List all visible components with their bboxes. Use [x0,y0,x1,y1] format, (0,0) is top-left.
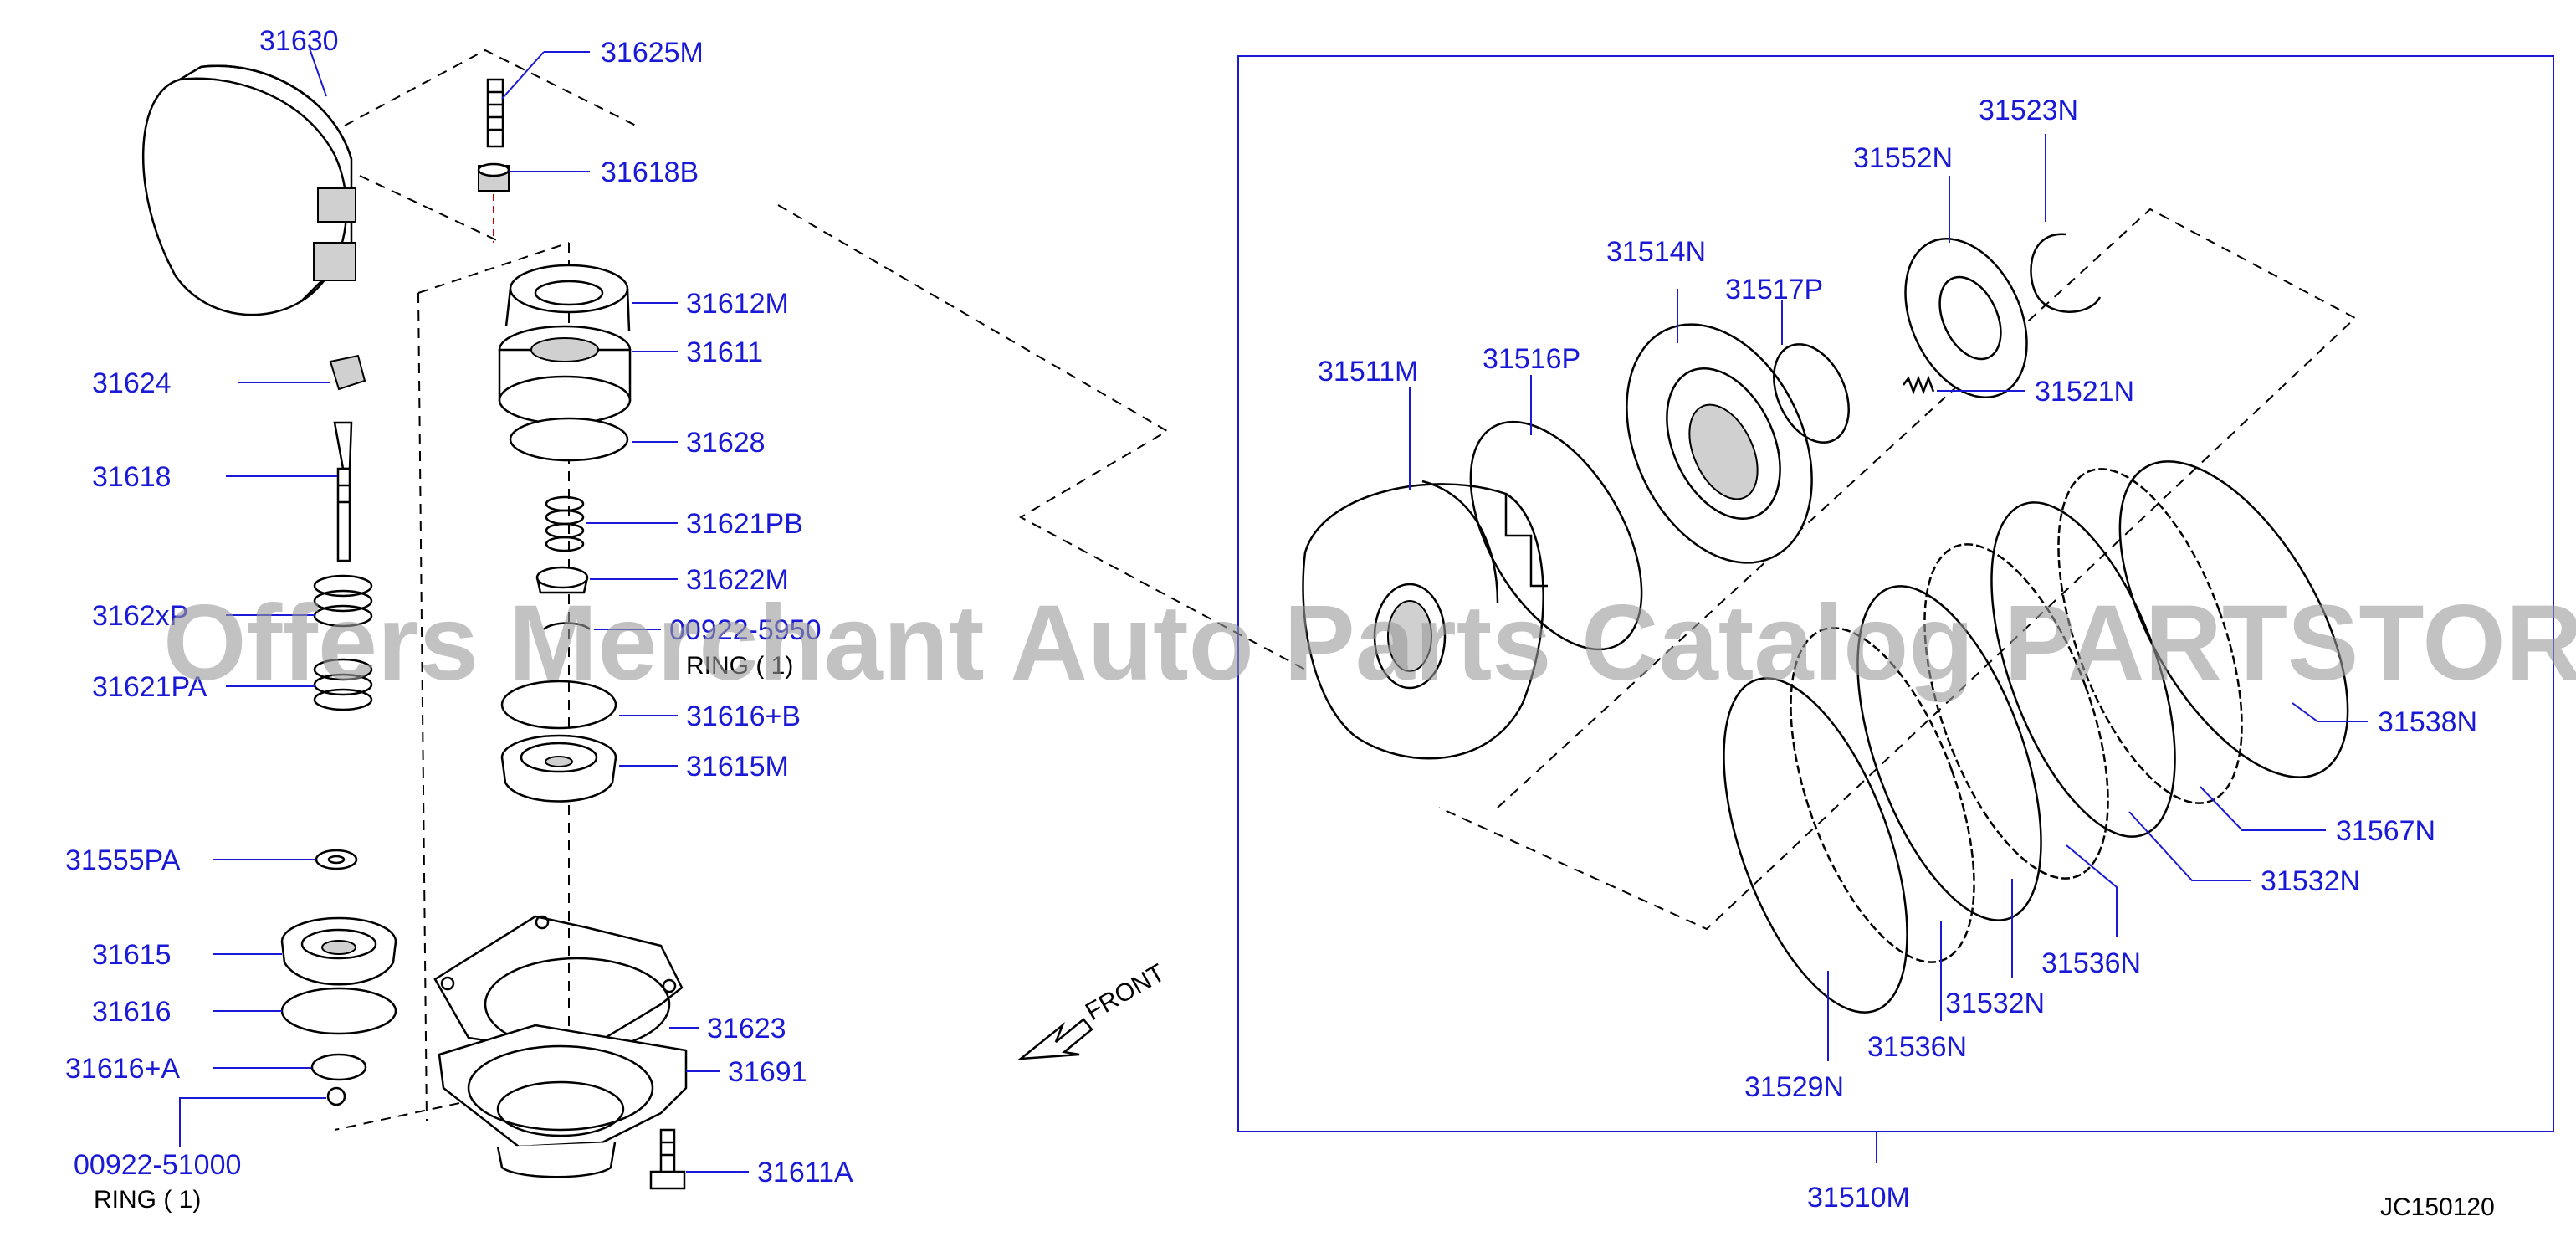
label-00922-51000: 00922-51000 [74,1149,241,1181]
piston-31615 [280,916,397,986]
spring-31621PB [545,495,585,552]
washer-31555PA [315,849,358,870]
label-31511M: 31511M [1318,356,1418,387]
servo-rod-31618 [333,421,353,562]
label-31536N-a: 31536N [2041,947,2141,979]
piston-cup-31612M [504,264,631,331]
label-31555PA: 31555PA [65,844,181,876]
front-direction-arrow [1017,1018,1093,1060]
label-31521N: 31521N [2035,376,2134,408]
label-31616B: 31616+B [686,701,801,732]
stud-31625M [486,78,504,148]
snap-ring-31516P [1469,420,1643,651]
label-31621PB: 31621PB [686,508,803,540]
label-31624: 31624 [92,367,172,399]
spring-retainer-31552N [1904,238,2028,398]
label-31532N-b: 31532N [1945,988,2045,1019]
servo-cover-31691 [438,1024,688,1178]
label-31691: 31691 [728,1056,807,1088]
snap-ring-top [543,622,591,631]
label-31536N-b: 31536N [1867,1031,1967,1063]
label-31622M: 31622M [686,564,789,596]
label-ring-top: RING ( 1) [686,652,793,680]
label-31567N: 31567N [2336,815,2435,847]
seal-ring-31628 [509,417,629,462]
label-31552N: 31552N [1853,142,1953,174]
return-spring-31521N [1903,375,1935,395]
label-31623: 31623 [707,1013,786,1044]
seal-31616 [280,987,397,1035]
retainer-31622M [535,566,589,594]
label-31628: 31628 [686,427,766,459]
anchor-end-pin-31624 [329,354,366,391]
label-31616A: 31616+A [65,1053,180,1085]
front-label: FRONT [1081,959,1170,1026]
label-31615: 31615 [92,939,172,971]
label-31611A: 31611A [757,1157,853,1188]
clutch-assembly-frame [1237,55,2554,1132]
label-31611: 31611 [686,336,763,368]
label-31538N: 31538N [2378,706,2477,738]
label-31618: 31618 [92,461,172,493]
label-31517P: 31517P [1725,274,1823,305]
servo-piston-31611 [498,325,632,425]
watermark: Offers Merchant Auto Parts Catalog PARTS… [163,583,2576,703]
label-31523N: 31523N [1979,95,2078,126]
seal-31517P [1773,343,1850,444]
clutch-plate-stack [1723,460,2349,1014]
clutch-drum-31511M [1302,480,1548,760]
label-31514N: 31514N [1606,236,1706,268]
label-31615M: 31615M [686,751,789,783]
label-31618B: 31618B [601,157,699,188]
o-ring-31616B [500,680,617,730]
label-00922-5950: 00922-5950 [669,614,822,646]
label-31529N: 31529N [1744,1071,1844,1103]
label-31510M: 31510M [1807,1182,1910,1214]
label-31630: 31630 [259,25,339,57]
clutch-piston-31514N [1626,323,1813,564]
snap-ring-31523N [2030,233,2102,313]
spring-31621PA [313,658,373,711]
nut-31618B [477,162,510,243]
label-31625M: 31625M [601,37,704,69]
bolt-31611A [649,1128,686,1190]
o-ring-31616A [310,1053,367,1081]
label-31516P: 31516P [1483,343,1580,375]
diagram-code: JC150120 [2380,1193,2495,1221]
label-31532N-a: 31532N [2261,865,2360,897]
piston-31615M [500,734,617,803]
brake-band-31630 [142,64,356,316]
label-ring-bottom: RING ( 1) [94,1186,201,1214]
label-31612M: 31612M [686,288,789,320]
label-31621PA: 31621PA [92,671,207,703]
snap-ring-bottom [326,1086,346,1106]
label-31616: 31616 [92,996,172,1028]
label-3162xP: 3162xP [92,600,188,632]
